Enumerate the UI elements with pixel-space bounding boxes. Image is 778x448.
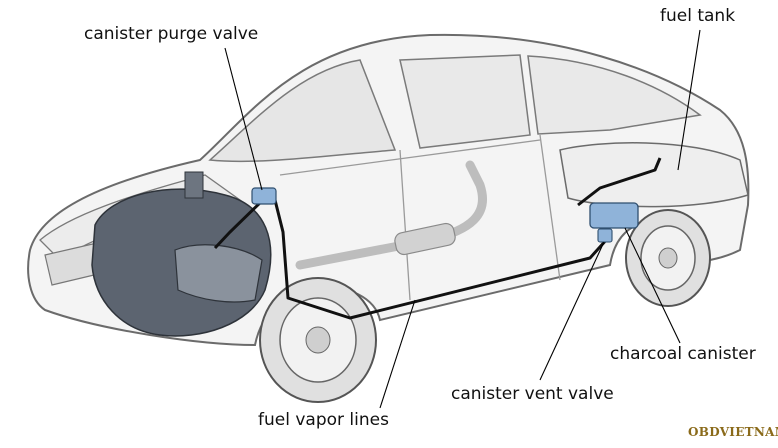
vapor-line-engine <box>213 196 267 250</box>
door-lines <box>279 134 561 301</box>
side-window-rear <box>527 55 702 135</box>
windshield <box>208 59 397 163</box>
muffler <box>394 222 456 256</box>
label-canister-purge-valve: canister purge valve <box>84 24 259 44</box>
watermark-logo: OBDVIETNAM <box>688 425 778 439</box>
label-fuel-vapor-lines: fuel vapor lines <box>258 410 389 430</box>
front-wheel <box>259 277 377 403</box>
purge-valve-shape <box>251 187 277 205</box>
charcoal-canister-shape <box>589 202 639 229</box>
rear-wheel <box>625 209 711 307</box>
vapor-line-main <box>273 199 610 320</box>
side-window-front <box>399 54 531 149</box>
label-fuel-tank: fuel tank <box>660 6 736 26</box>
label-charcoal-canister: charcoal canister <box>610 344 756 364</box>
leader-lines <box>224 29 701 409</box>
vapor-line-tank <box>577 157 662 207</box>
engine <box>91 171 272 337</box>
vent-valve-shape <box>597 228 613 243</box>
label-canister-vent-valve: canister vent valve <box>451 384 614 404</box>
